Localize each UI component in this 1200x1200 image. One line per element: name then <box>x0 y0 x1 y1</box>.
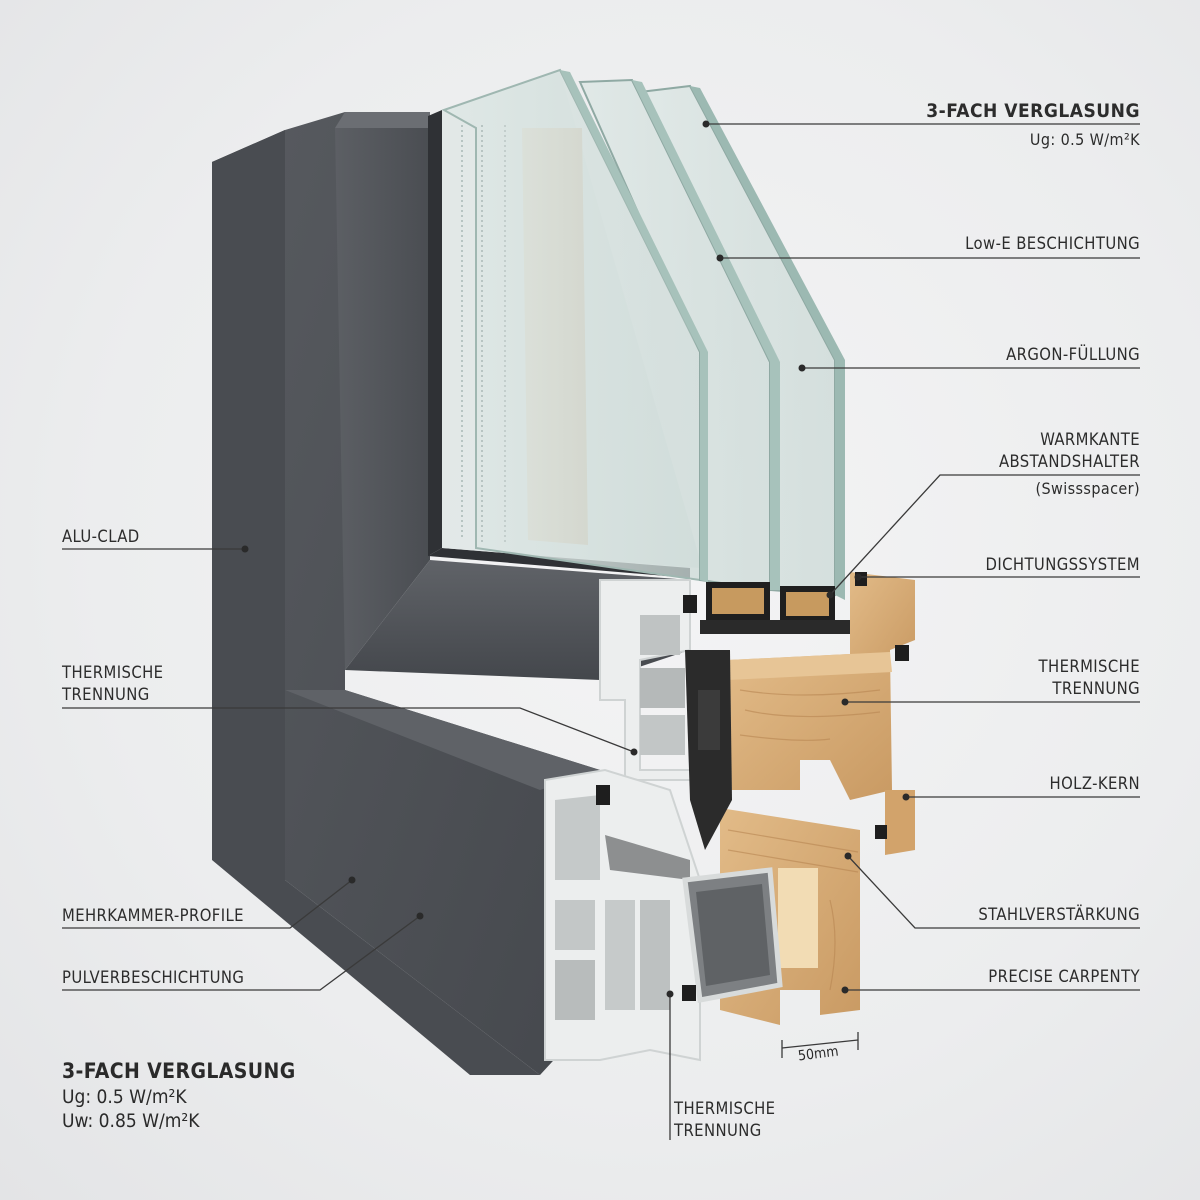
leader-lines <box>62 123 1140 1140</box>
label-thermal-break-right-2: TRENNUNG <box>1052 679 1140 698</box>
leader-warm-edge <box>829 474 1140 596</box>
dimension-line <box>781 1039 859 1049</box>
multi-chamber-profile <box>544 579 783 1062</box>
triple-glazing-panes <box>441 68 845 600</box>
label-thermal-break-bottom-1: THERMISCHE <box>674 1099 776 1118</box>
spec-title: 3-FACH VERGLASUNG <box>62 1059 296 1083</box>
warm-edge-spacers <box>700 582 850 634</box>
label-seal-system: DICHTUNGSSYSTEM <box>985 555 1140 574</box>
leader-powder-coating <box>62 915 421 991</box>
label-warm-edge-2: ABSTANDSHALTER <box>998 452 1140 471</box>
label-precise-carpentry: PRECISE CARPENTY <box>988 967 1140 986</box>
leader-steel <box>847 855 1140 929</box>
label-low-e: Low-E BESCHICHTUNG <box>965 234 1140 253</box>
label-warm-edge-3: (Swissspacer) <box>1035 479 1140 498</box>
alu-clad-frame <box>212 110 690 1075</box>
wood-core <box>720 572 915 1025</box>
label-triple-glazing-title: 3-FACH VERGLASUNG <box>926 100 1140 122</box>
label-thermal-break-left-1: THERMISCHE <box>62 663 164 682</box>
label-steel-reinforcement: STAHLVERSTÄRKUNG <box>978 905 1140 924</box>
label-thermal-break-right-1: THERMISCHE <box>1038 657 1140 676</box>
label-powder-coating: PULVERBESCHICHTUNG <box>62 968 245 987</box>
label-multi-chamber: MEHRKAMMER-PROFILE <box>62 906 244 925</box>
spec-ug: Ug: 0.5 W/m²K <box>62 1086 187 1108</box>
label-thermal-break-left-2: TRENNUNG <box>62 685 150 704</box>
label-wood-core: HOLZ-KERN <box>1049 774 1140 793</box>
label-thermal-break-bottom-2: TRENNUNG <box>674 1121 762 1140</box>
label-argon: ARGON-FÜLLUNG <box>1006 345 1140 364</box>
label-warm-edge-1: WARMKANTE <box>1040 430 1140 449</box>
leader-thermal-break-left <box>62 707 635 753</box>
label-alu-clad: ALU-CLAD <box>62 527 140 546</box>
spec-uw: Uw: 0.85 W/m²K <box>62 1110 200 1132</box>
leader-dots <box>241 120 910 998</box>
spec-block: 3-FACH VERGLASUNG Ug: 0.5 W/m²K Uw: 0.85… <box>62 1058 296 1133</box>
label-triple-glazing-ug: Ug: 0.5 W/m²K <box>1029 130 1140 149</box>
leader-multi-chamber <box>62 879 353 929</box>
